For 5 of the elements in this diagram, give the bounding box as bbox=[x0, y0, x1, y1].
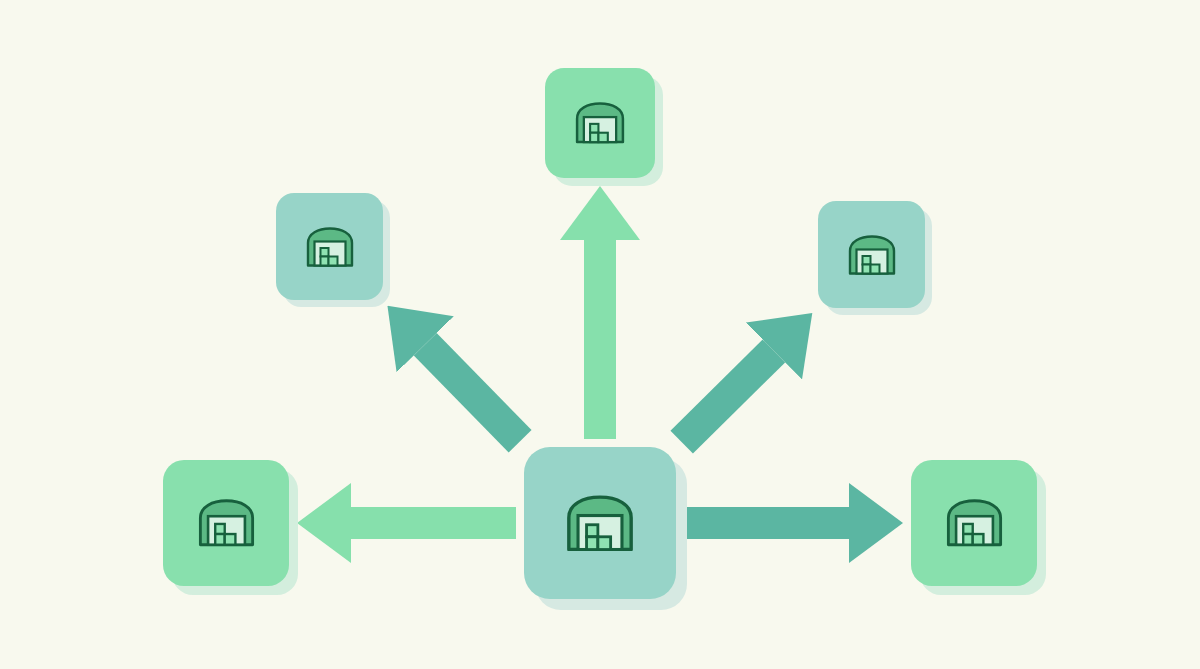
arrow bbox=[297, 483, 516, 563]
arrow bbox=[670, 313, 813, 454]
arrow bbox=[684, 483, 903, 563]
arrow bbox=[560, 186, 640, 439]
arrow bbox=[387, 305, 532, 453]
